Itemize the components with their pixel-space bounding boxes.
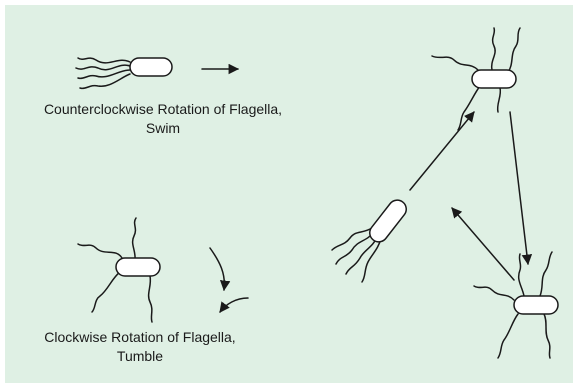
rotation-arrow-lower (220, 298, 248, 312)
cycle-bacterium-top (432, 28, 520, 130)
swim-caption-line2: Swim (12, 119, 314, 138)
swimming-bacterium (76, 58, 172, 88)
cycle-bacterium-bottom (474, 252, 558, 358)
tumbling-bacterium (78, 218, 160, 322)
cycle-arrow-back (452, 208, 514, 280)
tumble-caption-line2: Tumble (16, 347, 264, 366)
rotation-arrow-upper (210, 248, 224, 290)
cycle-arrow-down (510, 112, 528, 264)
cycle-bacterium-left (332, 197, 410, 282)
swim-caption: Counterclockwise Rotation of Flagella, S… (12, 100, 314, 138)
swim-caption-line1: Counterclockwise Rotation of Flagella, (12, 100, 314, 119)
cycle-arrow-up (410, 112, 474, 190)
tumble-caption: Clockwise Rotation of Flagella, Tumble (16, 328, 264, 366)
tumble-caption-line1: Clockwise Rotation of Flagella, (16, 328, 264, 347)
